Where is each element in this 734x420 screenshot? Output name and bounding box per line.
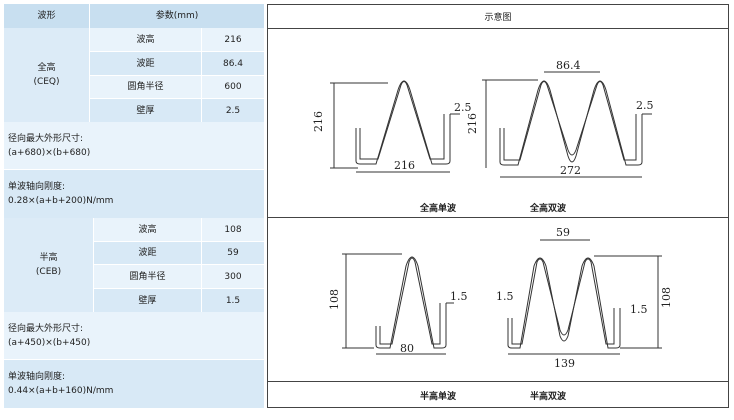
full-row-value: 2.5: [202, 99, 264, 122]
caption-half-double: 半高双波: [530, 392, 567, 402]
caption-full-single: 全高单波: [420, 204, 457, 214]
full-max-size-label: 径向最大外形尺寸:: [8, 133, 84, 144]
fs-thickness-dim: 2.5: [454, 101, 472, 114]
half-max-size: 径向最大外形尺寸: (a+450)×(b+450): [4, 312, 264, 360]
full-height-name: 全高: [37, 63, 56, 73]
half-height-code: (CEB): [35, 267, 62, 277]
fd-pitch-dim: 86.4: [556, 59, 581, 72]
caption-full-double: 全高双波: [530, 204, 567, 214]
full-row-label: 圆角半径: [90, 76, 202, 99]
half-row-value: 300: [202, 265, 264, 289]
full-height-label: 全高 (CEQ): [4, 28, 90, 122]
half-max-size-label: 径向最大外形尺寸:: [8, 323, 84, 334]
half-axial-stiffness-label: 单波轴向刚度:: [8, 372, 66, 382]
fd-width-dim: 272: [560, 164, 581, 177]
half-row-label: 壁厚: [94, 289, 202, 312]
half-row-label: 圆角半径: [94, 265, 202, 289]
fd-height-dim: 216: [466, 113, 479, 134]
half-row-value: 1.5: [202, 289, 264, 312]
full-max-size-value: (a+680)×(b+680): [8, 147, 91, 158]
panel-divider: [268, 217, 728, 218]
full-axial-stiffness: 单波轴向刚度: 0.28×(a+b+200)N/mm: [4, 170, 264, 218]
hd-pitch-dim: 59: [556, 226, 570, 239]
full-row-value: 216: [202, 28, 264, 52]
header-parameters: 参数(mm): [90, 4, 264, 28]
caption-half-single: 半高单波: [420, 392, 457, 402]
half-axial-stiffness: 单波轴向刚度: 0.44×(a+b+160)N/mm: [4, 360, 264, 408]
full-row-label: 波高: [90, 28, 202, 52]
full-double-wave-drawing: [482, 71, 652, 178]
hd-width-dim: 139: [554, 357, 575, 370]
full-row-value: 600: [202, 76, 264, 99]
half-axial-stiffness-value: 0.44×(a+b+160)N/mm: [8, 386, 114, 396]
header-waveform: 波形: [4, 4, 90, 28]
fs-width-dim: 216: [394, 159, 415, 172]
fd-thickness-dim: 2.5: [636, 99, 654, 112]
hs-thickness-dim: 1.5: [450, 290, 468, 303]
full-single-wave-drawing: [330, 80, 460, 173]
half-row-value: 108: [202, 218, 264, 242]
hd-thickness-left-dim: 1.5: [496, 290, 514, 303]
half-single-wave-drawing: [342, 253, 454, 355]
half-row-value: 59: [202, 242, 264, 265]
full-row-value: 86.4: [202, 52, 264, 76]
panel-bottom-divider: [268, 381, 728, 382]
half-height-name: 半高: [39, 253, 58, 263]
hs-width-dim: 80: [400, 342, 414, 355]
full-row-label: 波距: [90, 52, 202, 76]
half-row-label: 波距: [94, 242, 202, 265]
full-row-label: 壁厚: [90, 99, 202, 122]
full-height-code: (CEQ): [33, 77, 60, 87]
half-row-label: 波高: [94, 218, 202, 242]
half-max-size-value: (a+450)×(b+450): [8, 337, 91, 348]
full-axial-stiffness-value: 0.28×(a+b+200)N/mm: [8, 196, 114, 206]
full-axial-stiffness-label: 单波轴向刚度:: [8, 182, 66, 192]
fs-height-dim: 216: [312, 111, 325, 132]
hd-height-dim: 108: [660, 287, 673, 308]
schematic-title: 示意图: [268, 5, 728, 29]
half-height-label: 半高 (CEB): [4, 218, 94, 312]
hs-height-dim: 108: [328, 289, 341, 310]
hd-thickness-right-dim: 1.5: [630, 303, 648, 316]
schematic-drawings: 216 216 2.5 216 86.4 272 2.5 108 80 1.5 …: [312, 59, 673, 370]
half-double-wave-drawing: [507, 239, 662, 355]
full-max-size: 径向最大外形尺寸: (a+680)×(b+680): [4, 122, 264, 170]
schematic-panel: 示意图: [267, 4, 729, 408]
